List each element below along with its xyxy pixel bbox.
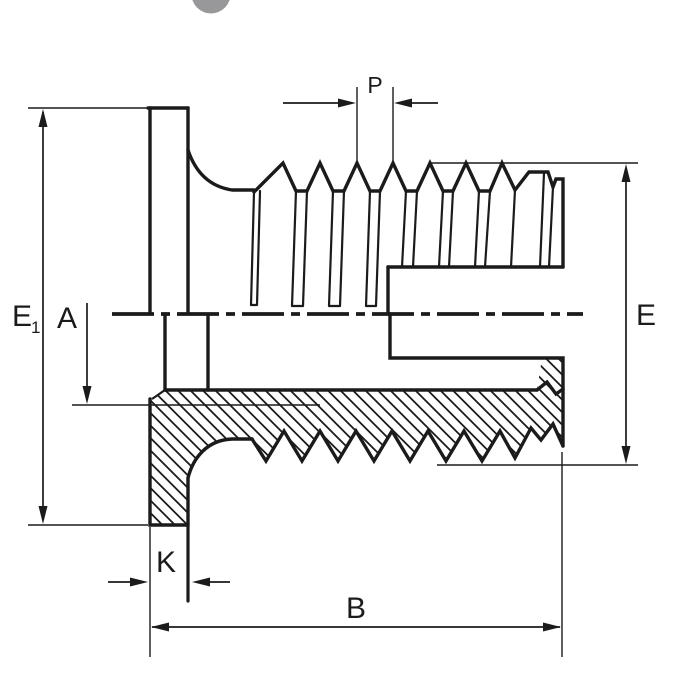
top-logo-circle-fragment: [192, 0, 230, 14]
dim-label-e: E: [636, 299, 656, 332]
dim-label-b: B: [346, 592, 366, 625]
insert-outline-upper: [146, 106, 565, 315]
insert-outline-lower: [148, 312, 565, 603]
dim-label-e1-subscript: 1: [31, 318, 40, 337]
dim-label-k: K: [156, 546, 176, 579]
dim-label-a: A: [57, 302, 77, 335]
dimension-arrowheads: [38, 98, 631, 632]
section-hatch-region: [150, 358, 563, 525]
dim-label-p: P: [367, 72, 382, 98]
bore-entry-chamfer: [151, 389, 166, 400]
dim-label-e1: E: [12, 300, 32, 333]
dimension-lines: [42, 102, 627, 628]
thread-flank-lines: [249, 171, 555, 308]
